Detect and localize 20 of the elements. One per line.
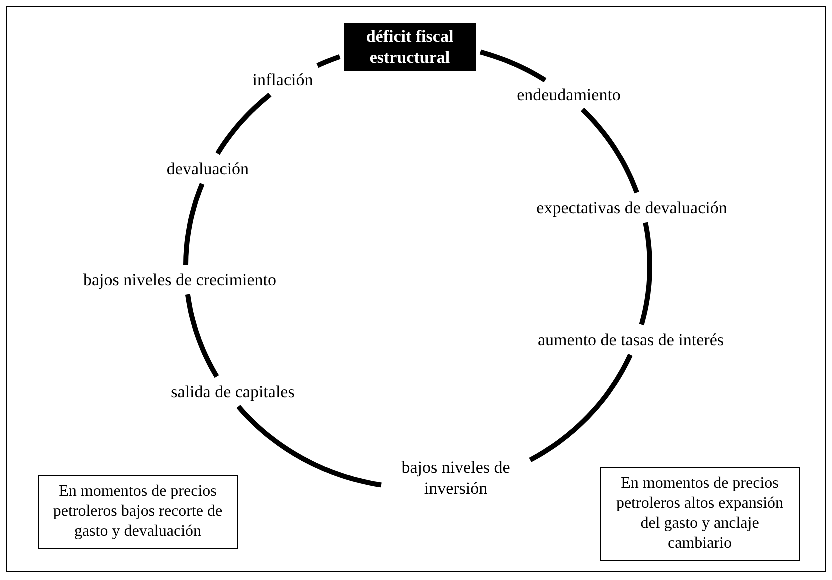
- highlighted-label-box: déficit fiscal estructural: [344, 23, 476, 71]
- connector-arc: [216, 93, 272, 156]
- connector-arc: [316, 54, 342, 68]
- cycle-label: salida de capitales: [171, 382, 295, 402]
- note-box: En momentos de precios petroleros bajos recorte de gasto y devaluación: [38, 475, 238, 549]
- connector-arc: [639, 222, 652, 326]
- cycle-label: inflación: [252, 70, 314, 90]
- cycle-label: aumento de tasas de interés: [538, 330, 724, 350]
- connector-arc: [185, 294, 220, 378]
- cycle-label: bajos niveles de crecimiento: [83, 270, 277, 290]
- connector-arc: [236, 405, 382, 488]
- connector-arc: [480, 50, 547, 83]
- cycle-label: devaluación: [166, 158, 250, 180]
- connector-arc: [580, 108, 640, 194]
- connector-arc: [184, 183, 205, 266]
- cycle-label: bajos niveles de inversión: [386, 457, 526, 499]
- note-box: En momentos de precios petroleros altos expansión del gasto y anclaje cambiario: [600, 467, 800, 561]
- connector-arc: [529, 354, 633, 462]
- cycle-label: endeudamiento: [517, 84, 621, 106]
- cycle-label: expectativas de devaluación: [536, 198, 728, 218]
